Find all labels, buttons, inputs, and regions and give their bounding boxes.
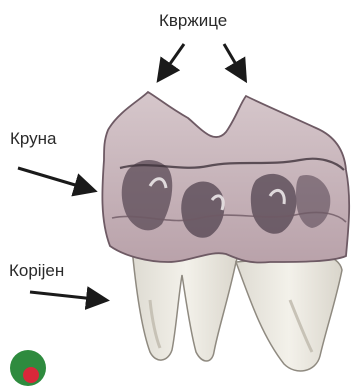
crown-arrow <box>18 168 92 190</box>
cusps-arrow-right <box>224 44 244 78</box>
cusps-arrow-left <box>160 44 184 78</box>
tooth-roots <box>132 248 342 371</box>
crown-label: Круна <box>10 130 57 147</box>
tooth-crown <box>102 92 349 263</box>
badge-icon <box>10 350 46 386</box>
root-arrow <box>30 292 104 300</box>
tooth-diagram <box>0 0 360 376</box>
root-label: Корijен <box>9 262 64 279</box>
badge-dot-icon <box>23 367 39 383</box>
cusps-label: Квржице <box>159 12 227 29</box>
